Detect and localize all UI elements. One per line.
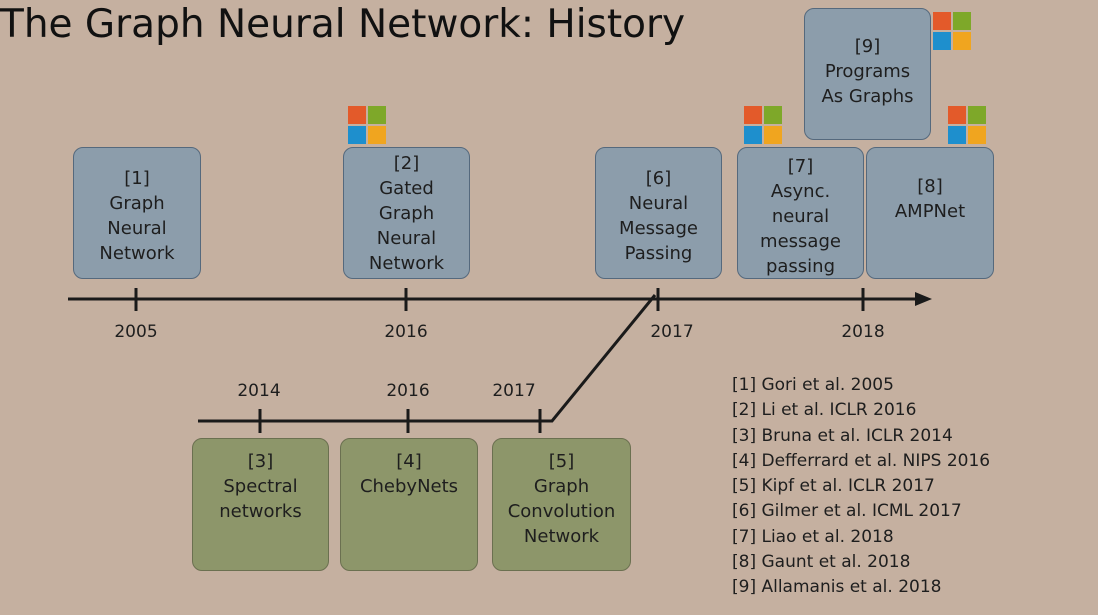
microsoft-logo-icon: [933, 12, 971, 50]
box-text: neural: [771, 205, 830, 227]
reference-item: [4] Defferrard et al. NIPS 2016: [732, 450, 991, 471]
box-text: Programs: [824, 60, 911, 82]
microsoft-logo-icon: [948, 106, 986, 144]
box-text: networks: [219, 501, 302, 522]
box-text: message: [760, 230, 841, 252]
box-text: AMPNet: [894, 201, 966, 222]
box-gated-graph-neural-network: [2] Gated Graph Neural Network: [343, 147, 470, 279]
box-spectral-networks: [3] Spectral networks: [192, 438, 329, 571]
box-chebynets: [4] ChebyNets: [340, 438, 478, 571]
box-text: [4]: [396, 451, 422, 472]
box-text: [7]: [787, 155, 814, 177]
box-text: Network: [368, 252, 445, 274]
lower-year-label-2016: 2016: [386, 381, 430, 401]
year-label-2016: 2016: [384, 322, 428, 342]
year-label-2018: 2018: [841, 322, 885, 342]
reference-item: [9] Allamanis et al. 2018: [732, 577, 942, 598]
box-text: Graph: [378, 202, 435, 224]
box-text: [1]: [124, 168, 150, 189]
box-async-neural-message-passing: [7] Async. neural message passing: [737, 147, 864, 279]
reference-item: [5] Kipf et al. ICLR 2017: [732, 476, 935, 497]
box-text: Gated: [379, 177, 434, 199]
box-neural-message-passing: [6] Neural Message Passing: [595, 147, 722, 279]
box-text: Message: [619, 218, 698, 239]
reference-item: [8] Gaunt et al. 2018: [732, 552, 911, 573]
box-text: Neural: [107, 218, 167, 239]
reference-list: [1] Gori et al. 2005 [2] Li et al. ICLR …: [732, 373, 990, 601]
lower-year-label-2014: 2014: [237, 381, 281, 401]
box-text: Graph: [533, 476, 590, 497]
box-programs-as-graphs: [9] Programs As Graphs: [804, 8, 931, 140]
box-text: [5]: [548, 451, 575, 472]
year-label-2005: 2005: [114, 322, 158, 342]
box-text: [9]: [854, 35, 881, 57]
lower-timeline-axis: [198, 294, 657, 423]
microsoft-logo-icon: [348, 106, 386, 144]
box-text: [8]: [917, 176, 943, 197]
reference-item: [2] Li et al. ICLR 2016: [732, 400, 917, 421]
reference-item: [3] Bruna et al. ICLR 2014: [732, 425, 953, 446]
box-text: Neural: [628, 193, 689, 214]
box-text: Convolution: [507, 501, 616, 522]
box-text: Spectral: [223, 476, 298, 497]
box-text: passing: [765, 255, 836, 277]
reference-item: [1] Gori et al. 2005: [732, 375, 894, 395]
box-text: ChebyNets: [359, 476, 459, 497]
box-ampnet: [8] AMPNet: [866, 147, 994, 279]
box-text: Async.: [770, 180, 831, 202]
box-graph-convolution-network: [5] Graph Convolution Network: [492, 438, 631, 571]
slide-title: The Graph Neural Network: History: [0, 2, 686, 47]
box-text: Passing: [624, 243, 693, 264]
box-text: [3]: [247, 451, 274, 472]
reference-item: [7] Liao et al. 2018: [732, 526, 894, 547]
main-timeline-arrowhead: [915, 292, 932, 306]
box-text: Graph: [109, 193, 165, 214]
box-text: Network: [99, 243, 175, 264]
box-text: As Graphs: [821, 85, 914, 107]
box-graph-neural-network: [1] Graph Neural Network: [73, 147, 201, 279]
lower-year-label-2017: 2017: [492, 381, 536, 401]
reference-item: [6] Gilmer et al. ICML 2017: [732, 501, 962, 522]
box-text: [2]: [393, 152, 420, 174]
box-text: [6]: [645, 168, 672, 189]
microsoft-logo-icon: [744, 106, 782, 144]
box-text: Network: [523, 526, 600, 547]
year-label-2017: 2017: [650, 322, 694, 342]
box-text: Neural: [376, 227, 437, 249]
